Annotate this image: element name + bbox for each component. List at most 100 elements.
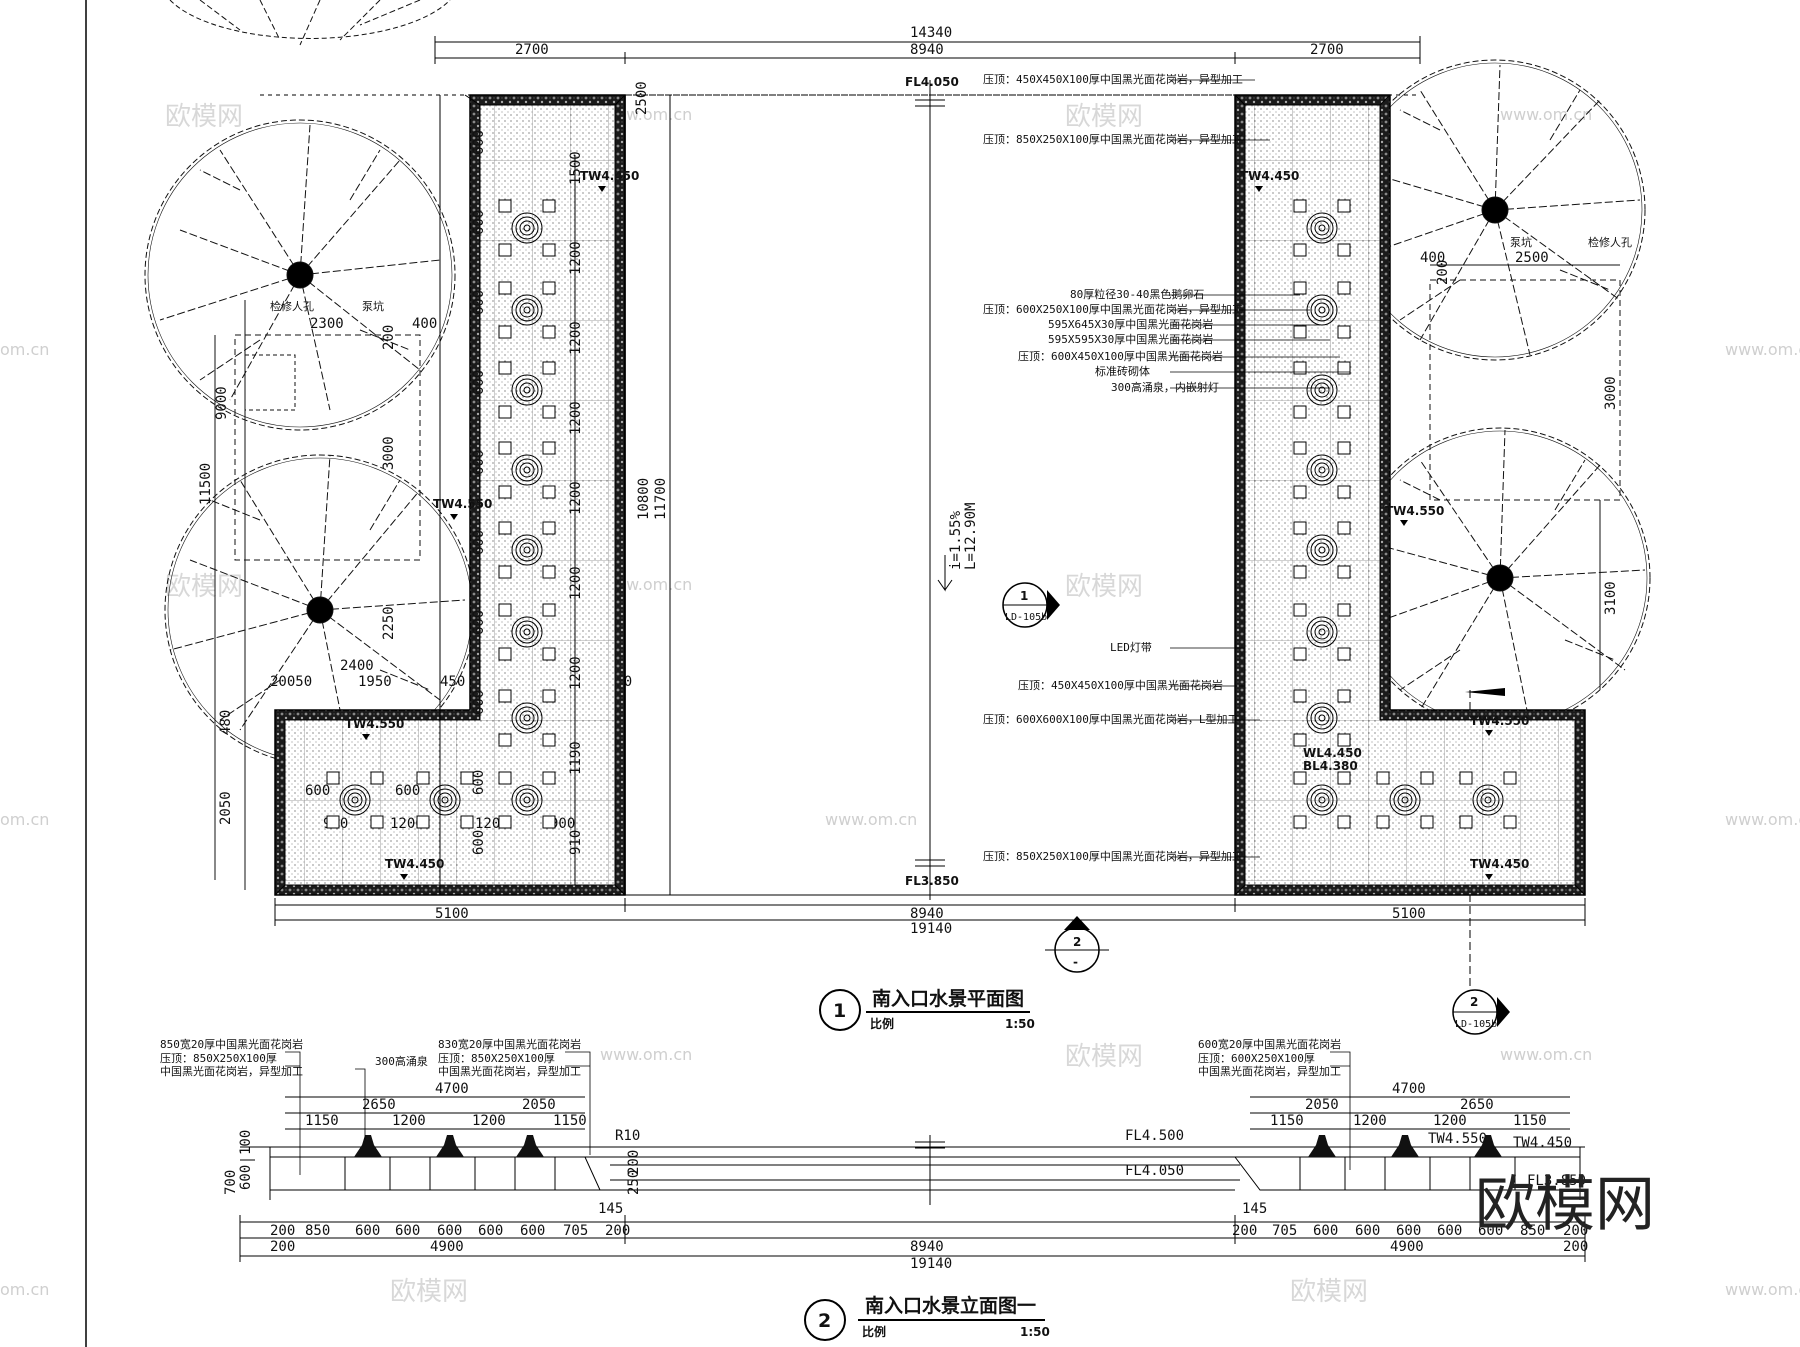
- dim-2300: 2300: [310, 316, 344, 332]
- ann-2: 80厚粒径30-40黑色鹅卵石: [1070, 287, 1204, 301]
- svg-text:600: 600: [520, 1223, 545, 1239]
- fountain-left-6: [498, 689, 556, 747]
- level-tw-left-low: TW4.550: [345, 717, 404, 731]
- svg-text:900: 900: [550, 816, 575, 832]
- dim-19140-plan: 19140: [910, 921, 952, 937]
- svg-text:200: 200: [1563, 1223, 1588, 1239]
- dim-2050-left: 2050: [218, 791, 234, 825]
- svg-text:1200: 1200: [568, 241, 584, 275]
- elevation-fountain-jet-3: [1308, 1135, 1336, 1157]
- svg-text:1200: 1200: [568, 481, 584, 515]
- elevation-drawing: [240, 1135, 1585, 1205]
- wm-site-5: www.om.cn: [825, 810, 917, 829]
- svg-text:600: 600: [478, 1223, 503, 1239]
- fountain-right-row-2: [1459, 771, 1517, 829]
- svg-text:830宽20厚中国黑光面花岗岩: 830宽20厚中国黑光面花岗岩: [438, 1037, 581, 1051]
- dim-200-left: 200: [381, 325, 397, 350]
- left-level-markers: TW4.450 TW4.550 TW4.550 TW4.450: [345, 169, 639, 880]
- fountain-left-0: [498, 199, 556, 257]
- elev-total: 19140: [910, 1256, 952, 1272]
- fountain-right-5: [1293, 603, 1351, 661]
- leader-lines: [1170, 79, 1350, 858]
- tree-left-upper: [144, 119, 456, 431]
- svg-text:1: 1: [833, 1000, 846, 1022]
- tree-canopies: [144, 0, 1651, 766]
- section-marker-1: 1 LD-105b: [1002, 582, 1060, 628]
- svg-text:中国黑光面花岗岩，异型加工: 中国黑光面花岗岩，异型加工: [1198, 1064, 1341, 1078]
- svg-text:TW4.550: TW4.550: [1428, 1131, 1487, 1147]
- dim-3100: 3100: [1603, 581, 1619, 615]
- svg-text:850: 850: [1520, 1223, 1545, 1239]
- fountain-left-5: [498, 603, 556, 661]
- wm-site-2: www.om.cn: [1500, 105, 1592, 124]
- svg-text:1500: 1500: [568, 151, 584, 185]
- dim-11500: 11500: [198, 463, 214, 505]
- plan-title-block: 1 南入口水景平面图 比例 1:50: [819, 988, 1035, 1031]
- dim-2500-top: 2500: [634, 81, 650, 115]
- level-tw-left-mid: TW4.550: [433, 497, 492, 511]
- elevation-title: 南入口水景立面图一: [865, 1294, 1036, 1317]
- dim-400-left: 400: [412, 316, 437, 332]
- svg-text:TW4.550: TW4.550: [1385, 504, 1444, 518]
- elevation-annotations: 850宽20厚中国黑光面花岗岩 压顶：850X250X100厚 中国黑光面花岗岩…: [160, 1037, 1341, 1078]
- svg-text:705: 705: [1272, 1223, 1297, 1239]
- dim-8940-bottom: 8940: [910, 906, 944, 922]
- tree-top-partial: [169, 0, 451, 46]
- dim-10800: 10800: [636, 478, 652, 520]
- dim-2500-right: 2500: [1515, 250, 1549, 266]
- svg-text:1200: 1200: [1353, 1113, 1387, 1129]
- dim-3000-right: 3000: [1603, 376, 1619, 410]
- elevation-fountain-jet-2: [516, 1135, 544, 1157]
- svg-text:TW4.450: TW4.450: [1513, 1135, 1572, 1151]
- svg-text:8940: 8940: [910, 1239, 944, 1255]
- dim-1950: 1950: [358, 674, 392, 690]
- dim-200-right: 200: [1435, 260, 1451, 285]
- svg-text:145: 145: [1242, 1201, 1267, 1217]
- ann-10: 压顶：450X450X100厚中国黑光面花岗岩: [1018, 678, 1223, 692]
- svg-text:FL4.500: FL4.500: [1125, 1128, 1184, 1144]
- dim-9000: 9000: [214, 386, 230, 420]
- fountain-left-row-1: [416, 771, 474, 829]
- svg-text:600: 600: [1355, 1223, 1380, 1239]
- wm-site-9: www.om.cn: [1725, 1280, 1800, 1299]
- svg-text:TW4.450: TW4.450: [1240, 169, 1299, 183]
- svg-text:1190: 1190: [568, 741, 584, 775]
- wm-om-3: om.cn: [0, 1280, 49, 1299]
- bottom-plan-dimensions: [274, 898, 1586, 926]
- fountain-left-2: [498, 361, 556, 419]
- svg-text:1:50: 1:50: [1005, 1017, 1035, 1031]
- elevation-fountain-jet-1: [436, 1135, 464, 1157]
- fountain-left-4: [498, 521, 556, 579]
- elevation-bottom-left-row: 200 850 600 600 600 600 600 705 200: [270, 1223, 630, 1239]
- tree-label-left-b: 泵坑: [362, 299, 384, 313]
- svg-text:200: 200: [270, 1239, 295, 1255]
- svg-text:600: 600: [471, 830, 487, 855]
- fountain-left-3: [498, 441, 556, 499]
- svg-text:压顶：850X250X100厚: 压顶：850X250X100厚: [438, 1052, 555, 1065]
- svg-text:600: 600: [471, 770, 487, 795]
- fountain-right-row-1: [1376, 771, 1434, 829]
- dim-5100-right: 5100: [1392, 906, 1426, 922]
- wm-brand-7: 欧模网: [1290, 1277, 1368, 1307]
- fountain-left-row-2: [498, 771, 556, 829]
- ann-4: 595X645X30厚中国黑光面花岗岩: [1048, 317, 1213, 331]
- elevation-dimension-lines: [239, 1096, 1586, 1262]
- ann-6: 压顶：600X450X100厚中国黑光面花岗岩: [1018, 349, 1223, 363]
- dim-480: 480: [218, 710, 234, 735]
- svg-text:1:50: 1:50: [1020, 1325, 1050, 1339]
- svg-text:比例: 比例: [870, 1016, 894, 1031]
- level-tw-left-bottom: TW4.450: [385, 857, 444, 871]
- svg-text:200: 200: [1563, 1239, 1588, 1255]
- wm-brand-2: 欧模网: [1065, 102, 1143, 132]
- dim-3000-left: 3000: [381, 436, 397, 470]
- ann-11: 压顶：600X600X100厚中国黑光面花岗岩，L型加工: [983, 712, 1238, 726]
- tree-right-lower: [1349, 427, 1651, 729]
- svg-text:1200: 1200: [568, 321, 584, 355]
- svg-text:LD-105b: LD-105b: [1455, 1019, 1497, 1030]
- svg-text:600: 600: [355, 1223, 380, 1239]
- elevation-leaders: [285, 1051, 1351, 1175]
- fountain-right-0: [1293, 199, 1351, 257]
- elevation-dim-texts: 4700 2650 2050 1150 1200 1200 1150 4700 …: [223, 1081, 1586, 1217]
- svg-text:R10: R10: [615, 1128, 640, 1144]
- wm-site-3: www.om.cn: [1725, 340, 1800, 359]
